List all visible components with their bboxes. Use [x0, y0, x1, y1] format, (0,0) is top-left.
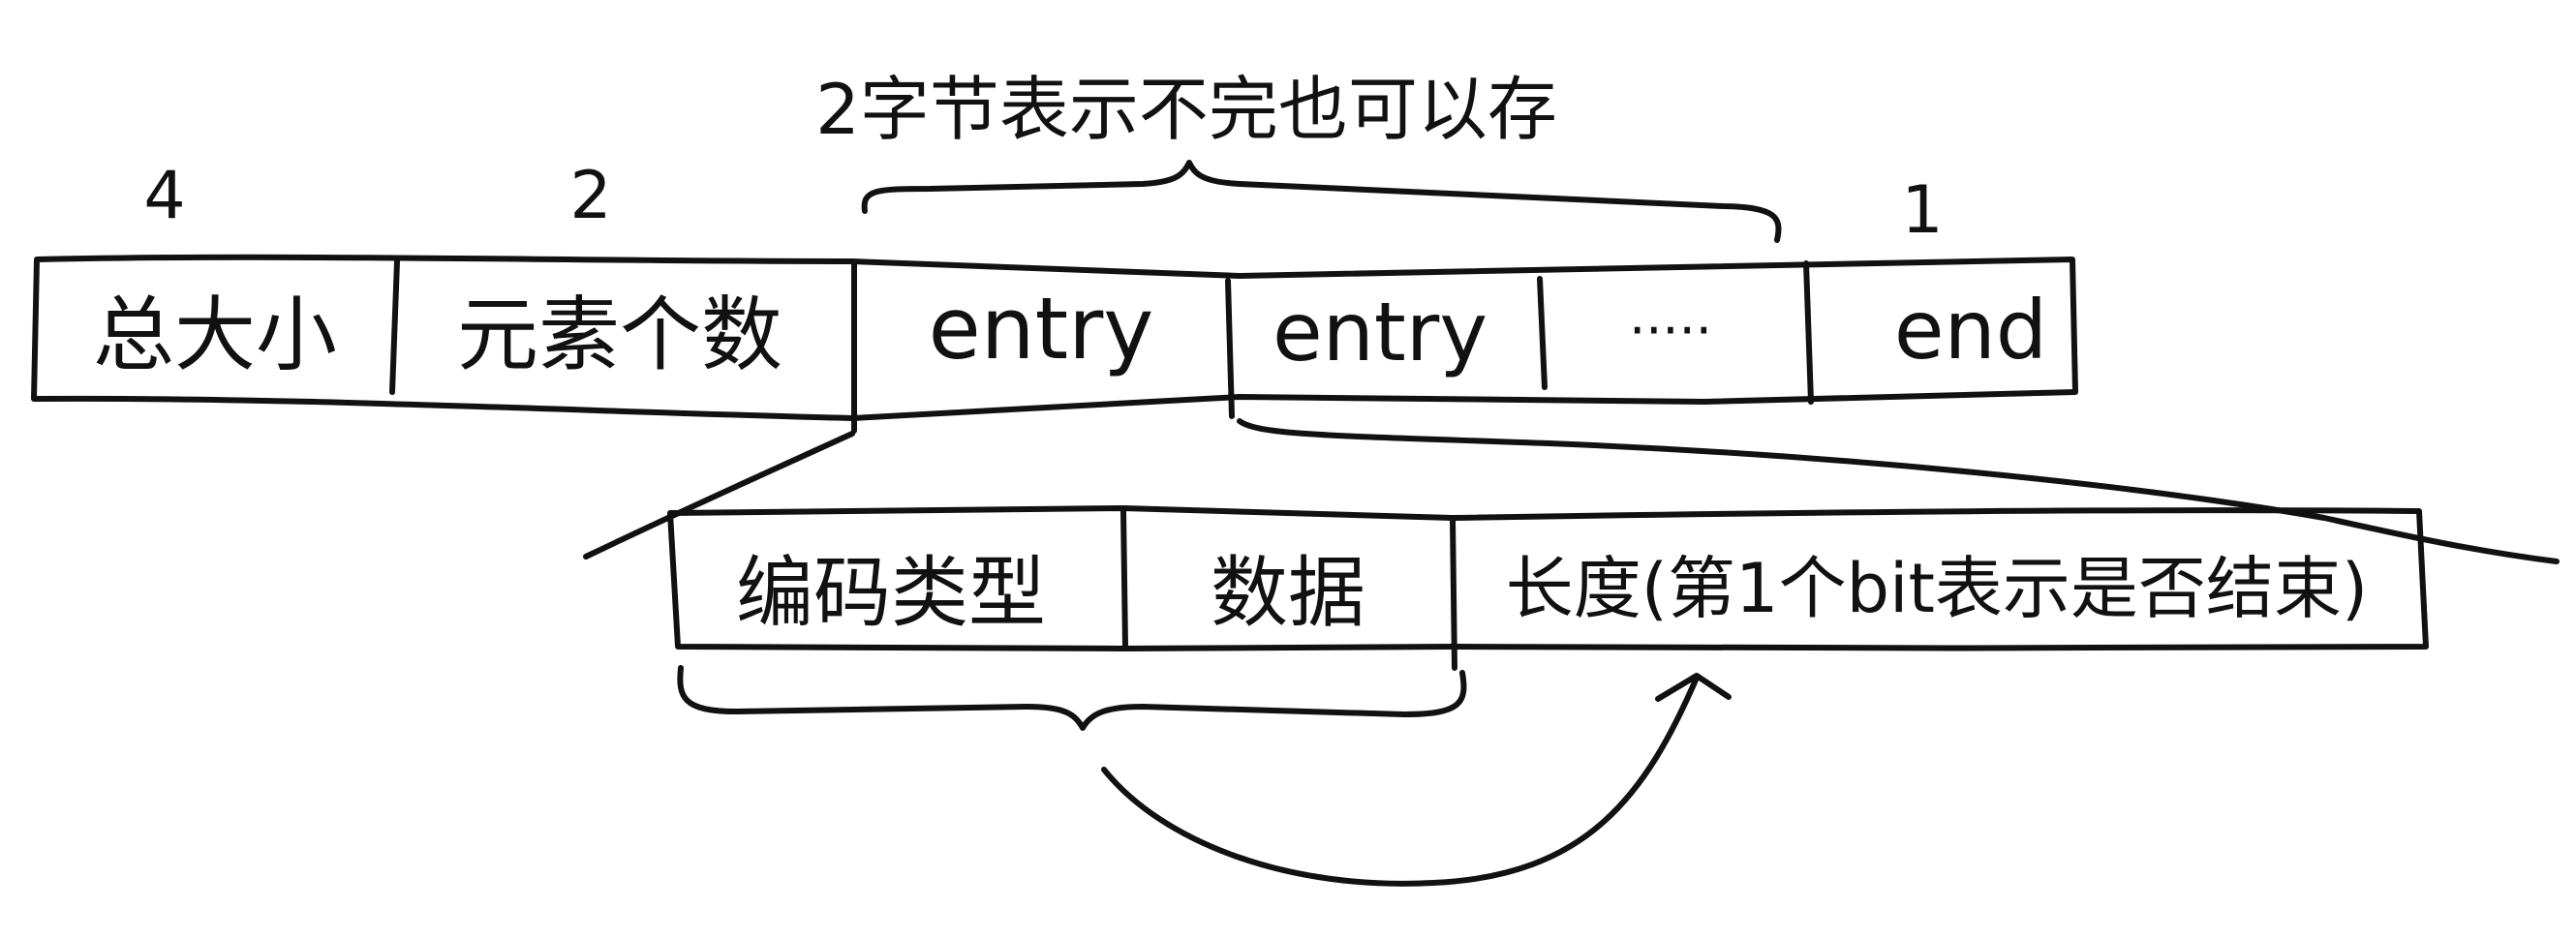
size-label-total: 4	[143, 158, 185, 234]
top-divider-1	[389, 258, 400, 395]
entry-cell-encoding-type: 编码类型	[736, 548, 1046, 638]
top-cell-end: end	[1894, 283, 2047, 378]
top-cell-entry-2: entry	[1273, 285, 1487, 379]
top-divider-3	[1225, 278, 1235, 419]
feedback-arrow	[1101, 675, 1700, 887]
top-cell-element-count: 元素个数	[457, 287, 782, 382]
size-label-count: 2	[569, 158, 611, 234]
entry-divider-2	[1450, 515, 1457, 671]
top-brace	[861, 160, 1782, 243]
zoom-line-left	[583, 431, 855, 560]
zoom-line-right	[1237, 418, 2560, 564]
top-cell-entry-1: entry	[929, 279, 1154, 378]
arrow-head-icon	[1655, 673, 1732, 702]
top-cell-total-size: 总大小	[93, 287, 337, 382]
entry-cell-data: 数据	[1211, 548, 1365, 638]
entry-divider-1	[1120, 508, 1128, 650]
top-divider-5	[1803, 260, 1814, 405]
entry-row-outline	[667, 505, 2429, 651]
size-label-end: 1	[1901, 172, 1943, 249]
entry-cell-length: 长度(第1个bit表示是否结束)	[1506, 549, 2368, 628]
top-row-outline	[31, 254, 2078, 421]
bottom-brace	[677, 665, 1467, 731]
top-cell-ellipsis: ·····	[1629, 300, 1712, 361]
top-divider-4	[1537, 276, 1548, 390]
top-brace-note: 2字节表示不完也可以存	[815, 69, 1557, 150]
